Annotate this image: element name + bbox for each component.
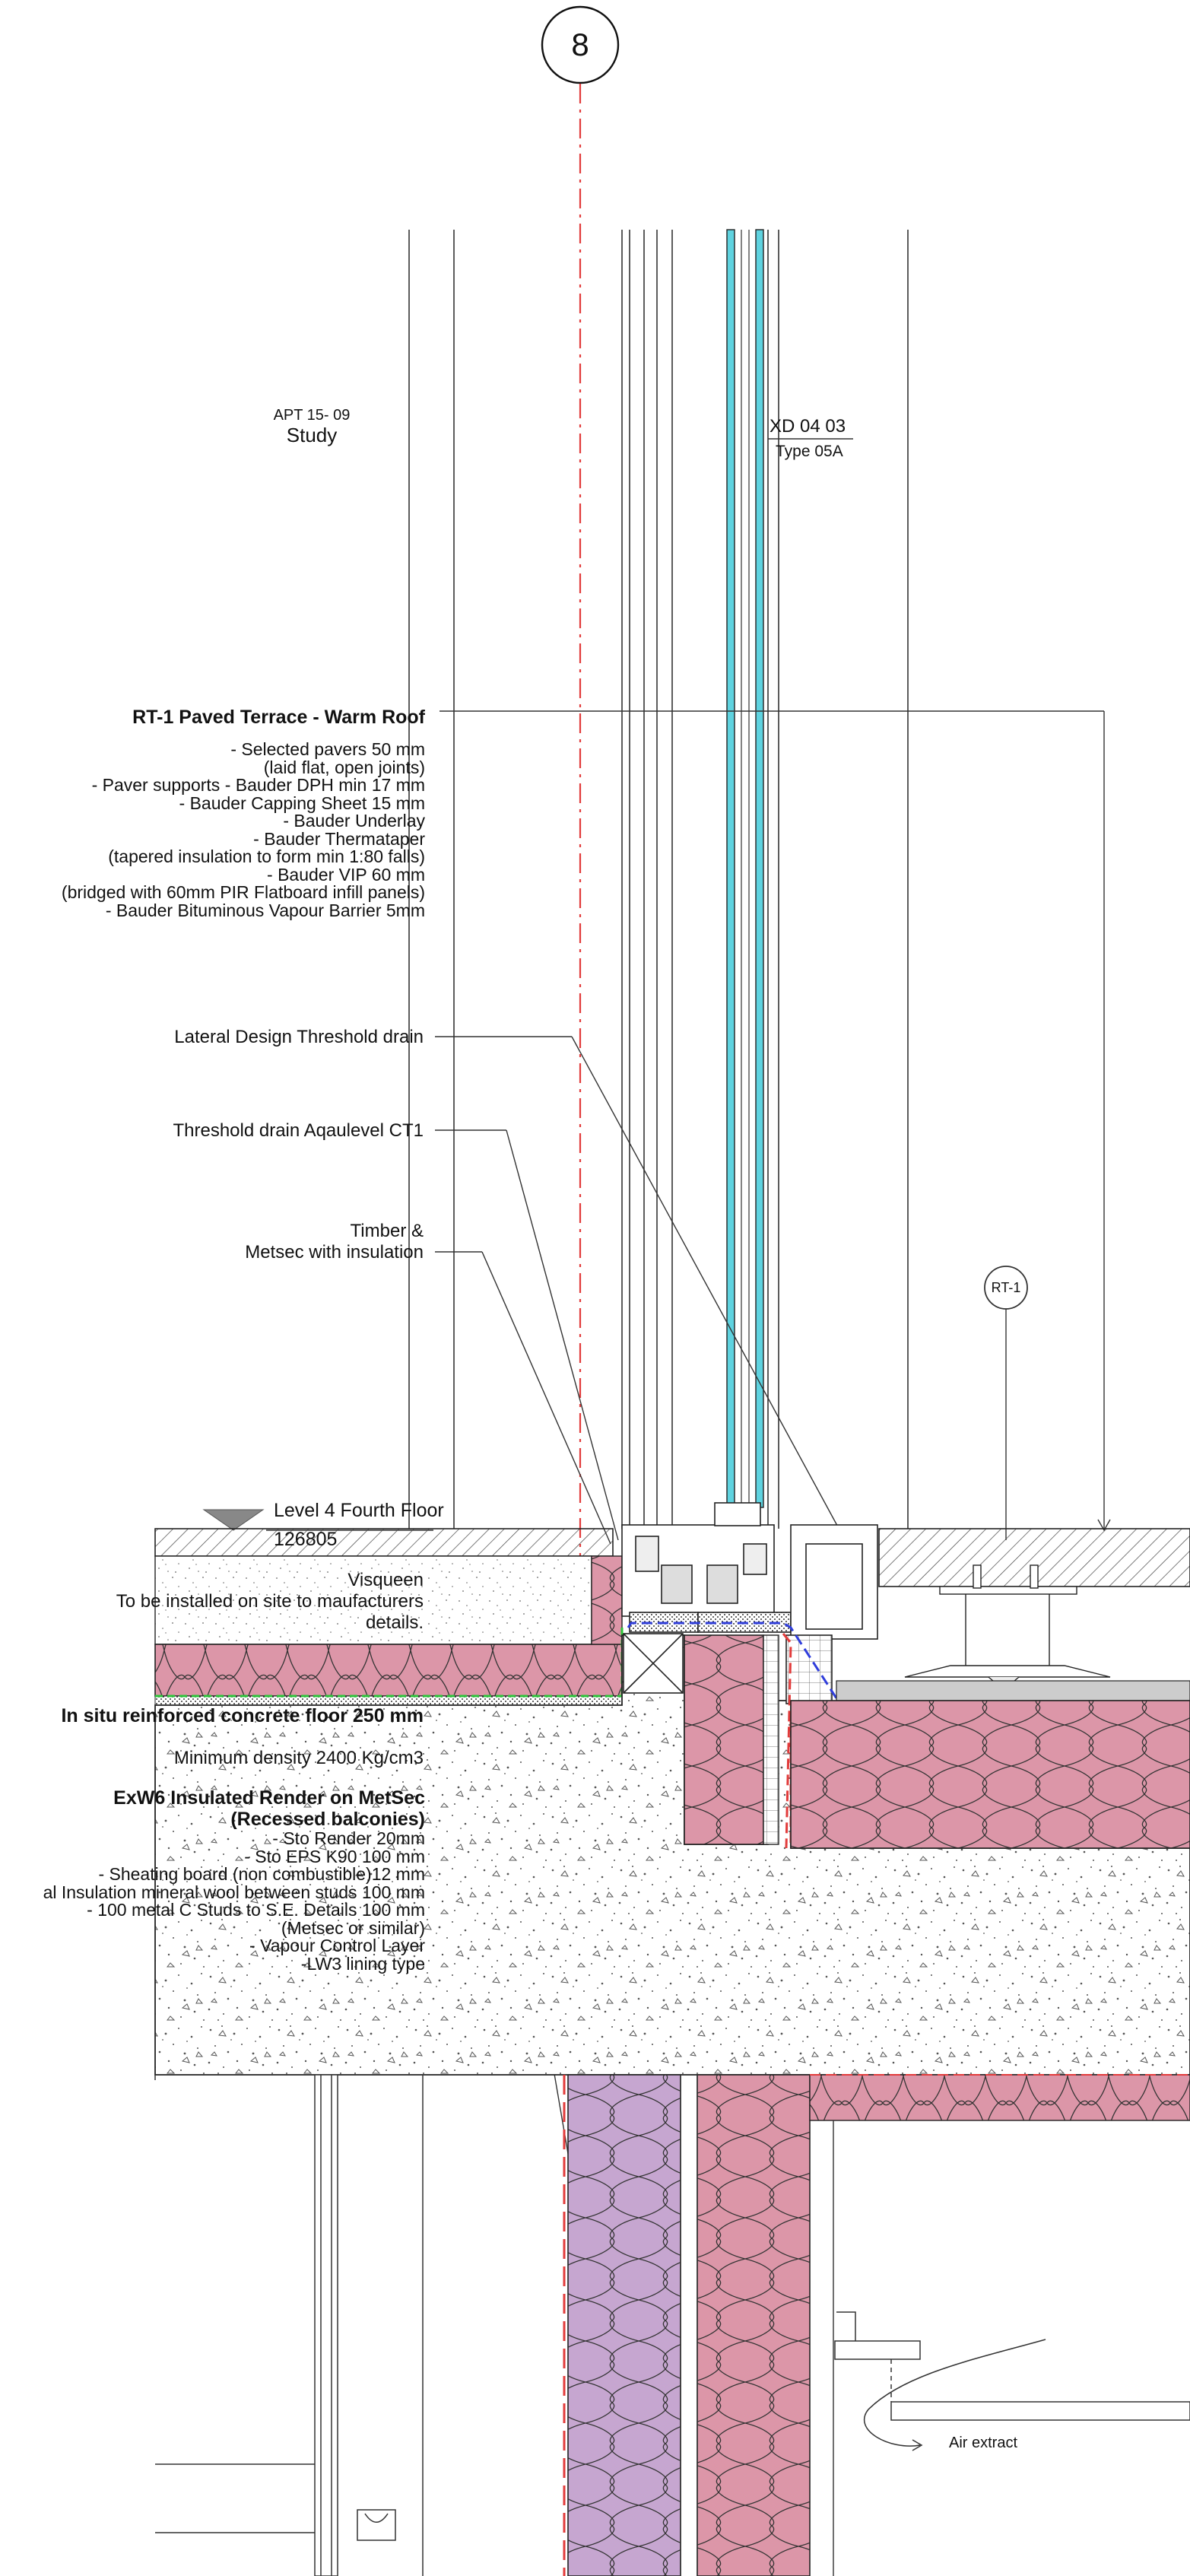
window-tag-type: Type 05A	[776, 443, 843, 460]
roof-spec-line: - Paver supports - Bauder DPH min 17 mm	[91, 775, 425, 795]
wall-spec-line: al Insulation mineral wool between studs…	[43, 1882, 425, 1902]
visqueen-label-2: To be installed on site to maufacturers	[116, 1591, 424, 1612]
wall-spec-line: - Vapour Control Layer	[249, 1936, 425, 1955]
roof-spec-line: (laid flat, open joints)	[263, 757, 425, 777]
room-ref: APT 15- 09	[273, 407, 351, 424]
wall-insulation-upper	[684, 1634, 779, 1845]
roof-tag-bubble	[984, 1266, 1028, 1540]
roof-spec-line: - Bauder Thermataper	[253, 828, 425, 849]
wall-spec-line: - Sto EPS K90 100 mm	[244, 1846, 425, 1866]
grid-marker	[541, 5, 620, 84]
threshold-lateral-label: Lateral Design Threshold drain	[174, 1027, 424, 1047]
level-value: 126805	[274, 1529, 338, 1550]
wall-spec: ExW6 Insulated Render on MetSec (Recesse…	[43, 1787, 425, 1973]
timber-label-1: Timber &	[350, 1221, 424, 1241]
level-name: Level 4 Fourth Floor	[274, 1500, 444, 1521]
roof-spec-line: (bridged with 60mm PIR Flatboard infill …	[61, 882, 425, 902]
roof-spec-line: - Bauder Underlay	[283, 811, 425, 831]
glazing-panes	[726, 229, 764, 1508]
visqueen-label-1: Visqueen	[347, 1570, 424, 1590]
grid-marker-label: 8	[571, 27, 589, 62]
roof-spec: RT-1 Paved Terrace - Warm Roof - Selecte…	[62, 706, 425, 920]
lower-wall	[563, 2074, 1190, 2576]
floor-spec-title: In situ reinforced concrete floor 250 mm	[61, 1705, 424, 1726]
air-extract-duct	[834, 2311, 1190, 2451]
air-extract-label: Air extract	[949, 2435, 1018, 2451]
roof-tag-label[interactable]: RT-1	[991, 1280, 1021, 1295]
timber-label-2: Metsec with insulation	[245, 1242, 424, 1263]
wall-spec-line: - 100 metal C Studs to S.E. Details 100 …	[87, 1900, 425, 1920]
wall-spec-line: - Sheating board (non combustible)12 mm	[98, 1864, 425, 1884]
roof-spec-title: RT-1 Paved Terrace - Warm Roof	[132, 707, 425, 728]
threshold-aqua-label: Threshold drain Aqaulevel CT1	[173, 1120, 424, 1141]
roof-spec-line: - Bauder Capping Sheet 15 mm	[179, 792, 425, 813]
upper-vertical-lines	[408, 230, 909, 1529]
lower-left-structure	[154, 2074, 424, 2576]
wall-spec-subtitle: (Recessed balconies)	[230, 1809, 425, 1830]
terrace-layers	[790, 1680, 1190, 1849]
window-tag-ref[interactable]: XD 04 03	[770, 416, 846, 437]
roof-spec-line: - Bauder Bituminous Vapour Barrier 5mm	[105, 900, 425, 920]
wall-spec-title: ExW6 Insulated Render on MetSec	[113, 1787, 425, 1809]
wall-spec-line: - Sto Render 20mm	[272, 1828, 425, 1848]
wall-spec-line: -LW3 lining type	[300, 1953, 425, 1974]
roof-spec-leader	[440, 710, 1111, 1532]
roof-spec-line: - Selected pavers 50 mm	[230, 739, 425, 759]
threshold-assembly	[621, 1502, 878, 1704]
wall-spec-line: (Metsec or similar)	[281, 1917, 425, 1938]
roof-spec-line: - Bauder VIP 60 mm	[267, 864, 425, 885]
floor-spec-density: Minimum density 2400 Kg/cm3	[173, 1748, 424, 1768]
visqueen-label-3: details.	[365, 1612, 424, 1633]
roof-spec-line: (tapered insulation to form min 1:80 fal…	[108, 846, 425, 866]
internal-floor-buildup	[154, 1528, 624, 1706]
room-name: Study	[286, 424, 338, 446]
